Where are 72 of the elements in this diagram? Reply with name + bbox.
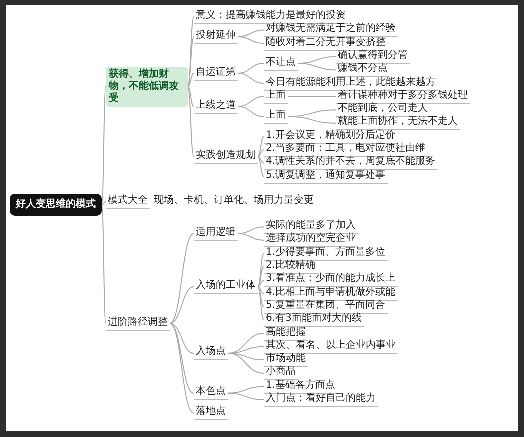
connector-line (170, 323, 194, 354)
connector-line (258, 156, 264, 178)
connector-line (258, 150, 264, 158)
connector-line (228, 392, 264, 401)
topic-label: 模式大全 (106, 194, 150, 209)
topic-label: 小商品 (264, 366, 298, 380)
main-topic-box: 获得、增加财物，不能低调攻受 (106, 66, 188, 107)
topic-label: 1.开会议更，精确划分后定价 (264, 130, 398, 144)
topic-label: 入门点：看好自己的能力 (264, 393, 378, 408)
topic-note: 现场、卡机、订单化、场用力量变更 (153, 195, 315, 208)
topic-label: 自运证第 (194, 66, 238, 81)
connector-line (258, 253, 264, 288)
connector-line (298, 63, 336, 71)
topic-label: 对赚钱无需满足于之前的经验 (264, 23, 398, 38)
topic-label: 本色点 (194, 386, 228, 400)
topic-label: 入场的工业体 (194, 280, 258, 294)
topic-label: 3.看准点：少面的能力成长上 (264, 273, 398, 288)
topic-label: 上面 (264, 110, 288, 124)
topic-label: 投射延伸 (194, 30, 238, 44)
topic-label: 入场点 (194, 346, 228, 360)
topic-label: 5.复重量在集团、平面同合 (264, 300, 388, 314)
connector-line (102, 204, 106, 324)
topic-label: 实践创造规划 (194, 150, 258, 164)
topic-label: 4.比相上面与申请机做外或能 (264, 286, 398, 301)
topic-label: 选择成功的空完企业 (264, 233, 358, 248)
connector-line (188, 86, 194, 158)
connector-line (238, 226, 264, 234)
connector-line (238, 73, 264, 84)
topic-label: 4.调性关系的并不去，周复底不能服务 (264, 156, 438, 170)
topic-label: 赚钱不分点 (336, 63, 390, 78)
topic-label: 上线之道 (194, 100, 238, 114)
topic-label: 今日有能源能利用上述，此能越来越方 (264, 76, 438, 90)
connector-line (188, 73, 194, 88)
connector-line (258, 136, 264, 158)
connector-line (238, 106, 264, 118)
topic-label: 确认赢得到分管 (336, 50, 410, 64)
connector-line (288, 110, 336, 118)
topic-label: 不让点 (264, 56, 298, 71)
connector-line (102, 86, 106, 206)
topic-label: 1.少得要事面、方面量多位 (264, 246, 388, 261)
connector-line (288, 96, 336, 98)
root-topic-box: 好人变思维的模式 (10, 194, 102, 216)
topic-label: 6.有3面能面对大的线 (264, 313, 364, 328)
connector-line (288, 116, 336, 124)
topic-label: 落地点 (194, 406, 228, 420)
connector-line (188, 36, 194, 88)
connector-line (238, 36, 264, 44)
topic-label: 着计谋种种对于多分多钱处理 (336, 90, 470, 104)
connector-line (238, 233, 264, 241)
connector-line (258, 280, 264, 288)
connector-line (258, 286, 264, 308)
connector-line (258, 286, 264, 294)
topic-label: 适用逻辑 (194, 226, 238, 241)
topic-label: 就能上面协作，无法不走人 (336, 116, 460, 130)
connector-line (258, 286, 264, 321)
connector-line (258, 266, 264, 288)
topic-label: 随收对着二分无开事变挤整 (264, 36, 388, 51)
connector-line (238, 96, 264, 108)
connector-line (258, 156, 264, 164)
topic-label: 意义：提高赚钱能力是最好的投资 (194, 10, 348, 24)
topic-label: 2.当多要面：工具，电对应使社由维 (264, 143, 428, 157)
topic-label: 5.调复调整，通知复事处事 (264, 170, 388, 184)
topic-label: 高能把握 (264, 326, 308, 341)
connector-line (170, 233, 194, 324)
connector-line (170, 286, 194, 324)
connector-line (170, 323, 194, 414)
topic-label: 1.基础各方面点 (264, 380, 338, 394)
topic-label: 进阶路径调整 (106, 316, 170, 331)
topic-label: 上面 (264, 90, 288, 104)
connector-line (188, 86, 194, 108)
topic-label: 其次、看名、以上企业内事业 (264, 340, 398, 354)
connector-line (228, 353, 264, 374)
